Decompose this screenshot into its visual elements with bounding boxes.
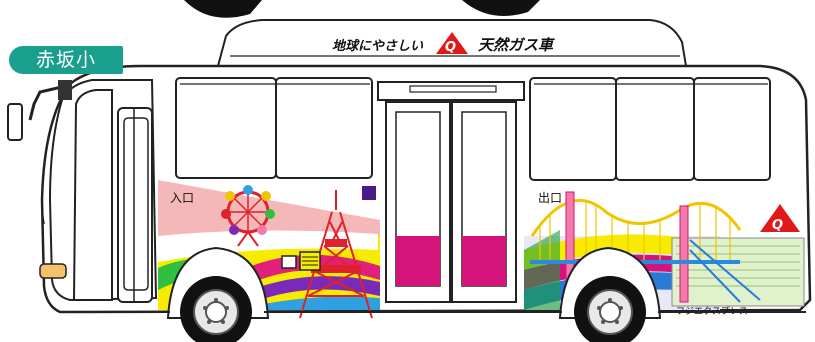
ferris-wheel-illustration xyxy=(221,185,275,247)
front-door xyxy=(117,107,153,303)
roof-vent-right xyxy=(462,0,540,16)
exit-label: 出口 xyxy=(538,191,562,205)
entrance-label: 入口 xyxy=(170,191,194,205)
side-windows xyxy=(175,77,771,181)
purple-square xyxy=(362,186,376,200)
roof-vent-left xyxy=(184,0,262,18)
rear-wheel xyxy=(558,246,662,342)
roof-logo-letter: Q xyxy=(445,40,456,55)
tower-illustration xyxy=(299,190,373,319)
rear-logo-letter: Q xyxy=(772,218,783,233)
rear-logo-triangle xyxy=(760,204,800,232)
headlight xyxy=(39,263,67,279)
roof-slogan: 地球にやさしい xyxy=(332,38,424,54)
roof-fuel-label: 天然ガス車 xyxy=(478,36,555,54)
roof-logo-triangle xyxy=(436,32,468,54)
front-wheel xyxy=(166,246,270,342)
side-mirror xyxy=(28,84,67,121)
filler-box-1 xyxy=(281,255,297,269)
windshield xyxy=(72,89,113,301)
route-sign: 赤坂小 xyxy=(9,46,123,74)
middle-doors xyxy=(377,81,525,303)
rear-panel xyxy=(671,237,805,307)
